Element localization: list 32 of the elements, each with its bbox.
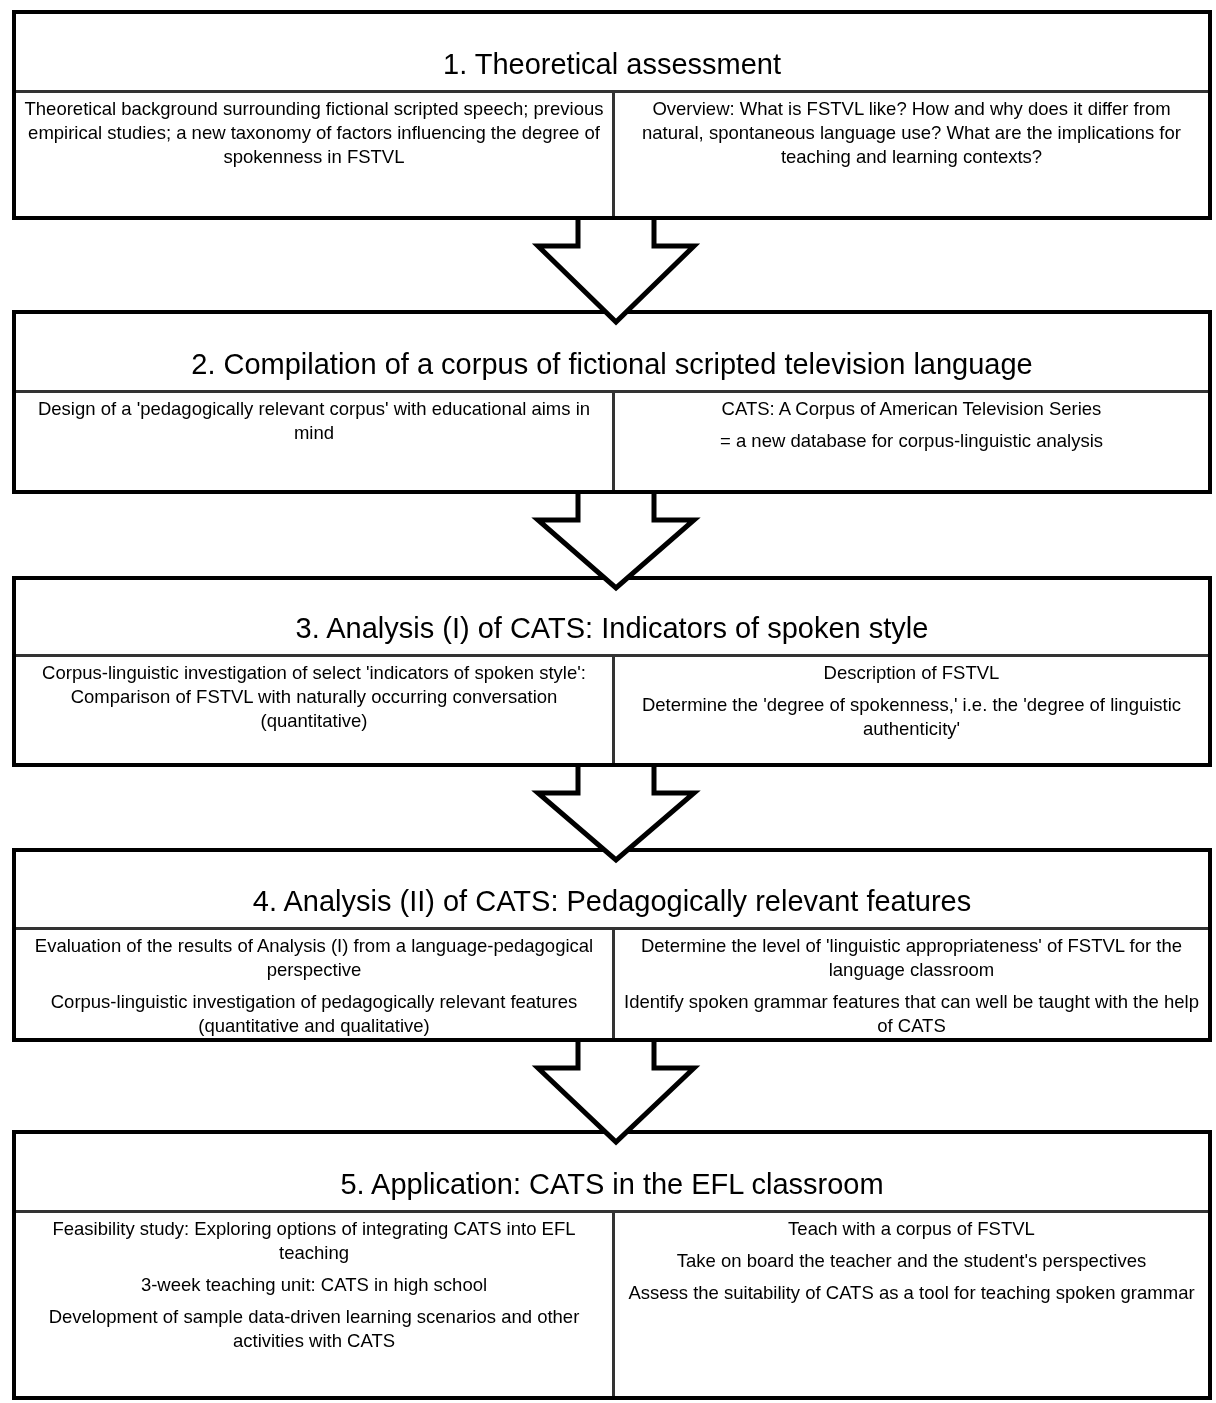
stage-title: 1. Theoretical assessment	[443, 46, 781, 82]
stage-title: 4. Analysis (II) of CATS: Pedagogically relevant features	[252, 883, 972, 919]
description-text: = a new database for corpus-linguistic analysis	[719, 429, 1104, 454]
block-arrow	[531, 1039, 701, 1146]
description-text: Corpus-linguistic investigation of pedagogically relevant features (quantitative and qualitative)	[49, 989, 579, 1038]
description-text: Feasibility study: Exploring options of integrating CATS into EFL teaching	[51, 1217, 577, 1266]
stage-box	[12, 576, 1212, 767]
description-text: Identify spoken grammar features that can well be taught with the help of CATS	[623, 989, 1200, 1038]
description-text: Assess the suitability of CATS as a tool for teaching spoken grammar	[628, 1281, 1195, 1306]
description-text: Design of a 'pedagogically relevant corpus' with educational aims in mind	[36, 397, 592, 446]
stage-box	[12, 848, 1212, 1042]
description-text: 3-week teaching unit: CATS in high school	[140, 1273, 488, 1298]
description-text: Determine the level of 'linguistic appropriateness' of FSTVL for the language classroom	[639, 933, 1184, 982]
description-text: Take on board the teacher and the student's perspectives	[676, 1249, 1147, 1274]
description-text: Theoretical background surrounding fictional scripted speech; previous empirical studies; a new taxonomy of factors influencing the degree of spokenness in FSTVL	[24, 97, 604, 170]
stage-title: 5. Application: CATS in the EFL classroom	[340, 1166, 884, 1202]
description-text: Development of sample data-driven learning scenarios and other activities with CATS	[47, 1305, 581, 1354]
block-arrow	[531, 764, 701, 864]
stage-box	[12, 10, 1212, 220]
description-text: Corpus-linguistic investigation of select 'indicators of spoken style': Comparison of FSTVL with naturally occurring conversation (quantitative)	[41, 661, 587, 734]
stage-box	[12, 310, 1212, 494]
description-text: Description of FSTVL	[823, 661, 1000, 685]
description-text: Overview: What is FSTVL like? How and why does it differ from natural, spontaneous language use? What are the implications for teaching and learning contexts?	[641, 97, 1182, 170]
description-text: Evaluation of the results of Analysis (I) from a language-pedagogical perspective	[33, 933, 595, 982]
block-arrow	[531, 217, 701, 326]
description-text: CATS: A Corpus of American Television Series	[721, 397, 1102, 421]
block-arrow	[531, 491, 701, 592]
stage-title: 2. Compilation of a corpus of fictional scripted television language	[191, 346, 1033, 382]
stage-box	[12, 1130, 1212, 1400]
description-text: Determine the 'degree of spokenness,' i.e. the 'degree of linguistic authenticity'	[640, 693, 1183, 742]
description-text: Teach with a corpus of FSTVL	[788, 1217, 1035, 1241]
stage-title: 3. Analysis (I) of CATS: Indicators of spoken style	[295, 610, 929, 646]
